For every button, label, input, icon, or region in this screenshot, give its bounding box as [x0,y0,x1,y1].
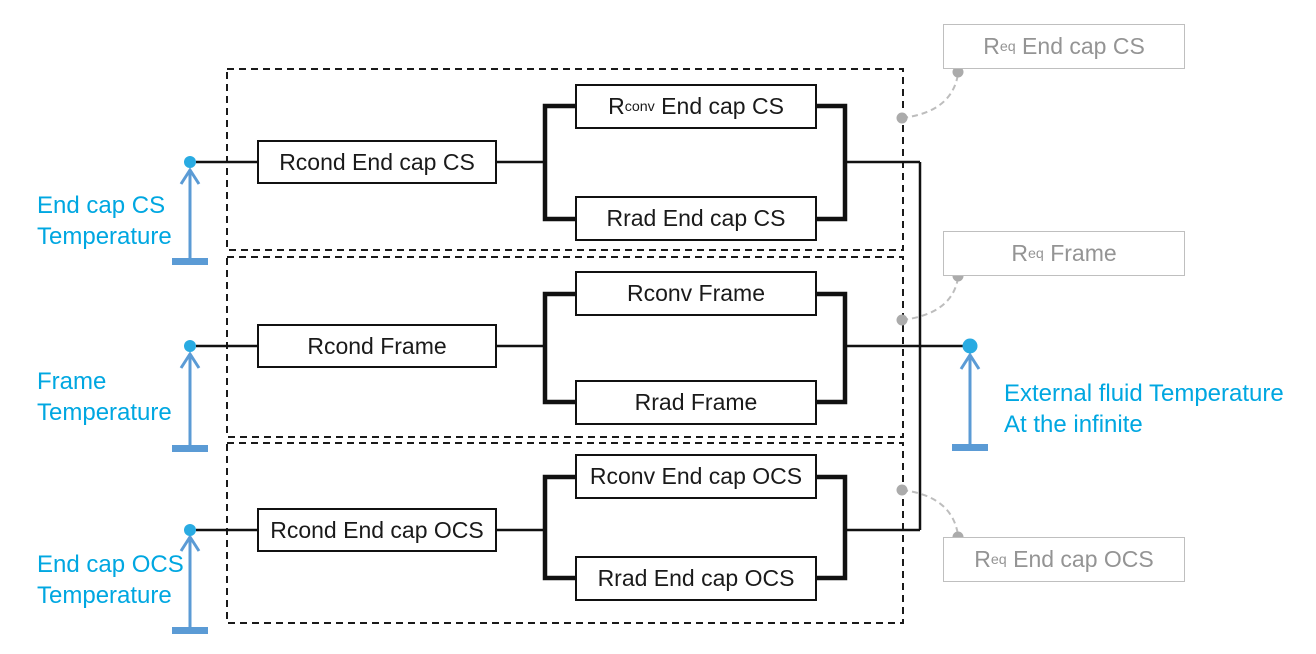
req-label: R [974,546,991,572]
temperature-arrow-external-fluid [952,352,988,451]
resistor-label: Rcond End cap CS [279,148,475,175]
req-connector-endcap-ocs [901,489,959,536]
circuit-wires [196,160,963,532]
req-connector-dots [896,66,964,543]
arrow-base-bar [172,258,208,265]
resistor-box-rconv-endcap-ocs: Rconv End cap OCS [575,454,817,499]
resistor-box-rcond-endcap-cs: Rcond End cap CS [257,140,497,184]
arrow-base-bar [172,627,208,634]
connector-dot [896,112,908,124]
connector-dot [896,484,908,496]
parallel-brackets [542,103,848,581]
node-external-fluid-temperature [962,338,978,354]
resistor-box-rrad-endcap-ocs: Rrad End cap OCS [575,556,817,601]
resistor-box-rcond-endcap-ocs: Rcond End cap OCS [257,508,497,552]
resistor-label: Rcond Frame [307,332,447,359]
bracket-right-frame [817,291,848,405]
dashed-box-endcap-cs [226,68,904,251]
node-endcap-ocs-temperature [184,524,196,536]
resistor-box-rrad-endcap-cs: Rrad End cap CS [575,196,817,241]
req-label: R [1011,240,1028,266]
temperature-arrows [172,167,988,634]
resistor-label: Rrad End cap OCS [597,565,795,591]
bracket-left-endcap-ocs [542,474,575,581]
resistor-box-rconv-frame: Rconv Frame [575,271,817,316]
connector-dot [896,314,908,326]
dashed-box-endcap-ocs [226,442,904,624]
bracket-left-endcap-cs [542,103,575,222]
resistor-label: Rconv End cap OCS [589,463,803,489]
arrow-head [179,351,201,369]
req-connector-frame [901,277,959,321]
req-connector-endcap-cs [901,73,959,119]
resistor-label: Rrad End cap CS [606,205,786,231]
req-label: R [983,33,1000,59]
arrow-head [959,352,981,370]
node-frame-temperature [184,340,196,352]
req-connectors [901,73,959,536]
bracket-left-frame [542,291,575,405]
temperature-nodes [184,156,978,536]
arrow-base-bar [172,445,208,452]
resistor-label: R [608,93,625,119]
node-endcap-cs-temperature [184,156,196,168]
resistor-box-rcond-frame: Rcond Frame [257,324,497,368]
temperature-arrow-frame [172,351,208,452]
resistor-box-rrad-frame: Rrad Frame [575,380,817,425]
connector-dot [952,66,964,78]
arrow-head [179,167,201,185]
bracket-right-endcap-ocs [817,474,848,581]
temperature-arrow-endcap-ocs [172,534,208,634]
arrow-head [179,534,201,552]
resistor-label: Rconv Frame [626,280,766,306]
arrow-base-bar [952,444,988,451]
resistor-label: Rrad Frame [634,389,758,415]
bracket-right-endcap-cs [817,103,848,222]
temperature-arrow-endcap-cs [172,167,208,265]
resistor-label: Rcond End cap OCS [270,516,484,543]
